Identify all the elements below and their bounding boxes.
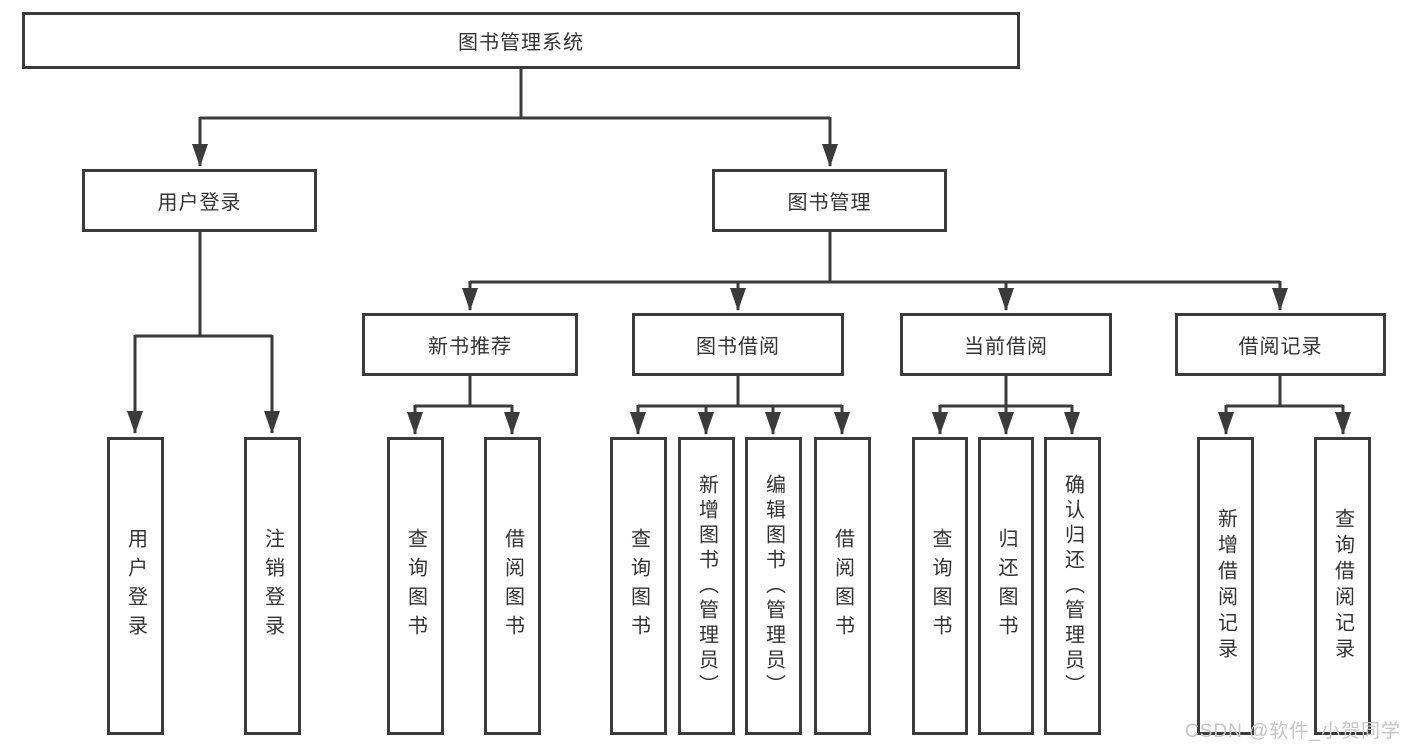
node-book-borrowing: 图书借阅 (632, 313, 844, 376)
leaf-query-book-under-current: 查询图书 (912, 437, 968, 735)
leaf-borrow-book-under-borrowing: 借阅图书 (814, 437, 871, 735)
leaf-borrow-book-under-recommend: 借阅图书 (484, 437, 541, 735)
leaf-return-book: 归还图书 (978, 437, 1034, 735)
node-user-login: 用户登录 (82, 169, 317, 232)
leaf-edit-book-admin: 编辑图书（管理员） (745, 437, 802, 735)
leaf-add-book-admin: 新增图书（管理员） (678, 437, 735, 735)
leaf-query-book-under-recommend: 查询图书 (387, 437, 444, 735)
csdn-watermark: CSDN @软件_小贺同学 (1185, 721, 1401, 742)
leaf-add-borrow-record: 新增借阅记录 (1197, 437, 1254, 735)
node-borrowing-records: 借阅记录 (1175, 313, 1386, 376)
node-new-book-recommend: 新书推荐 (362, 313, 578, 376)
leaf-query-book-under-borrowing: 查询图书 (610, 437, 667, 735)
leaf-confirm-return-admin: 确认归还（管理员） (1044, 437, 1101, 735)
leaf-query-borrow-record: 查询借阅记录 (1314, 437, 1371, 735)
leaf-user-login: 用户登录 (107, 437, 164, 735)
node-library-management-system: 图书管理系统 (22, 12, 1020, 69)
leaf-logout: 注销登录 (244, 437, 301, 735)
node-book-management: 图书管理 (712, 169, 947, 232)
node-current-borrowing: 当前借阅 (900, 313, 1112, 376)
